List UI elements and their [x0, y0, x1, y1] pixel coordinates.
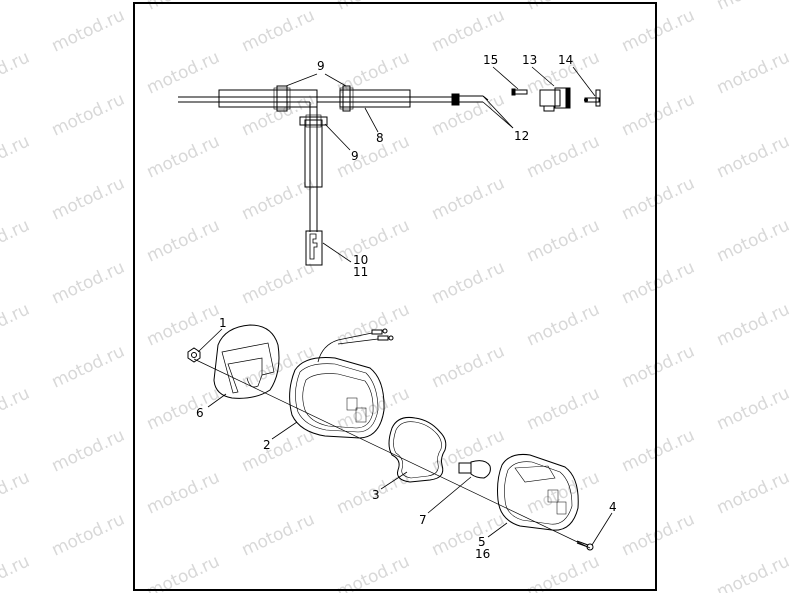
callout-16: 16: [475, 547, 490, 561]
callout-2: 2: [263, 438, 271, 452]
callout-labels: 9 8 9 15 13 14 12 10 11 1 6 2 3 7 4 5 16: [196, 53, 617, 561]
callout-6: 6: [196, 406, 204, 420]
bulb: [458, 460, 491, 479]
nut: [187, 347, 201, 363]
wire-terminals: [451, 93, 489, 106]
tail-lamp-housing: [289, 328, 394, 439]
wiring-harness: [178, 89, 455, 266]
lens-gasket: [388, 417, 447, 483]
cable-straps: [273, 85, 354, 128]
callout-3: 3: [372, 488, 380, 502]
socket-terminal: [584, 89, 601, 107]
callout-7: 7: [419, 513, 427, 527]
connector: [539, 87, 571, 112]
callout-4: 4: [609, 500, 617, 514]
callout-5: 5: [478, 535, 486, 549]
callout-12: 12: [514, 129, 529, 143]
callout-14: 14: [558, 53, 573, 67]
mounting-bracket: [213, 324, 280, 399]
pin: [511, 88, 528, 96]
leader-lines: [193, 66, 613, 549]
callout-8: 8: [376, 131, 384, 145]
callout-9-lower: 9: [351, 149, 359, 163]
tail-lamp-lens: [497, 454, 579, 531]
callout-9-top: 9: [317, 59, 325, 73]
callout-15: 15: [483, 53, 498, 67]
callout-13: 13: [522, 53, 537, 67]
connector-housing: [305, 230, 323, 266]
screw: [576, 540, 594, 551]
diagram-frame: [133, 2, 657, 591]
callout-11: 11: [353, 265, 368, 279]
callout-1: 1: [219, 316, 227, 330]
callout-10: 10: [353, 253, 368, 267]
